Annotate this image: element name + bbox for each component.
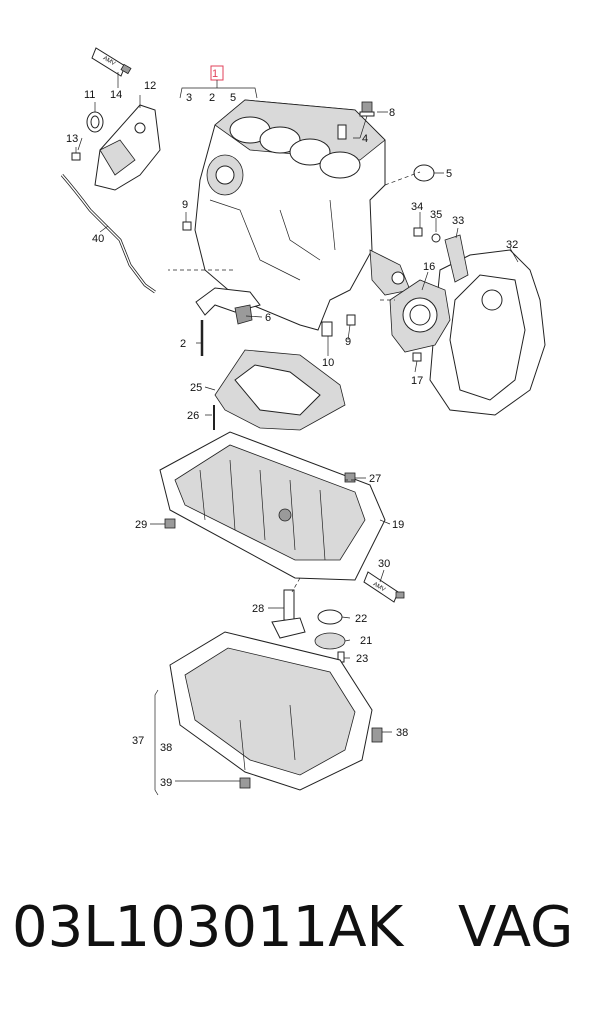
callout-27: 27 xyxy=(369,473,381,485)
callout-22: 22 xyxy=(355,613,367,625)
bracket-12 xyxy=(94,104,161,191)
callout-2: 2 xyxy=(209,92,215,104)
bolt-39 xyxy=(239,777,251,789)
upper-oil-pan-19 xyxy=(159,431,386,581)
callout-23: 23 xyxy=(356,653,368,665)
bolt-8 xyxy=(359,101,375,139)
baffle-25 xyxy=(213,349,346,431)
callout-11: 11 xyxy=(84,89,95,101)
part-number: 03L103011AK xyxy=(12,895,404,960)
callout-30: 30 xyxy=(378,558,390,570)
seal-flange-16 xyxy=(389,279,451,353)
callout-37: 37 xyxy=(132,735,144,747)
tube-label-30: AMV xyxy=(372,582,386,594)
callout-14: 14 xyxy=(110,89,122,101)
callout-5b: 5 xyxy=(446,168,452,180)
callout-32: 32 xyxy=(506,239,518,251)
engine-block xyxy=(194,99,411,331)
callout-38: 38 xyxy=(160,742,172,754)
callout-19: 19 xyxy=(392,519,404,531)
callout-6: 6 xyxy=(265,312,271,324)
callout-26: 26 xyxy=(187,410,199,422)
callout-9: 9 xyxy=(182,199,188,211)
part-33 xyxy=(444,234,469,283)
callout-38b: 38 xyxy=(396,727,408,739)
callout-9b: 9 xyxy=(345,336,351,348)
callout-29: 29 xyxy=(135,519,147,531)
callout-34: 34 xyxy=(411,201,423,213)
callout-12: 12 xyxy=(144,80,156,92)
callout-10: 10 xyxy=(322,357,334,369)
dipstick-tube-40 xyxy=(60,174,156,294)
plug-5 xyxy=(413,164,435,182)
pin-10 xyxy=(321,321,333,337)
o-ring-22 xyxy=(317,609,343,625)
callout-1: 1 xyxy=(212,68,218,80)
sealant-tube-14 xyxy=(91,47,132,77)
oil-pickup-28 xyxy=(271,589,306,639)
lower-oil-pan-37 xyxy=(169,631,373,791)
callout-13: 13 xyxy=(66,133,78,145)
callout-8: 8 xyxy=(389,107,395,119)
callout-21: 21 xyxy=(360,635,372,647)
callout-39: 39 xyxy=(160,777,172,789)
flange-21 xyxy=(314,632,346,650)
callout-28: 28 xyxy=(252,603,264,615)
callout-4: 4 xyxy=(362,133,368,145)
drain-plug-38 xyxy=(371,727,383,743)
bolt-13 xyxy=(71,147,81,161)
bolt-17 xyxy=(412,352,422,362)
brand-name: VAG xyxy=(458,895,574,960)
callout-16: 16 xyxy=(423,261,435,273)
gasket-32 xyxy=(429,249,546,416)
sealant-tube-30 xyxy=(363,571,405,603)
exploded-parts-diagram: 1 2 3 5 8 4 5 14 12 11 13 9 40 34 35 33 … xyxy=(60,47,546,796)
bearing-cap-6 xyxy=(195,287,261,356)
bolt-29 xyxy=(164,518,176,529)
callout-35: 35 xyxy=(430,209,442,221)
bolt-27 xyxy=(344,472,356,483)
callout-3: 3 xyxy=(186,92,192,104)
callout-25: 25 xyxy=(190,382,202,394)
sleeve-4 xyxy=(337,124,347,140)
callout-17: 17 xyxy=(411,375,423,387)
callout-2b: 2 xyxy=(180,338,186,350)
callout-33: 33 xyxy=(452,215,464,227)
callout-5: 5 xyxy=(230,92,236,104)
callout-40: 40 xyxy=(92,233,104,245)
tube-label-14: AMV xyxy=(102,56,116,68)
